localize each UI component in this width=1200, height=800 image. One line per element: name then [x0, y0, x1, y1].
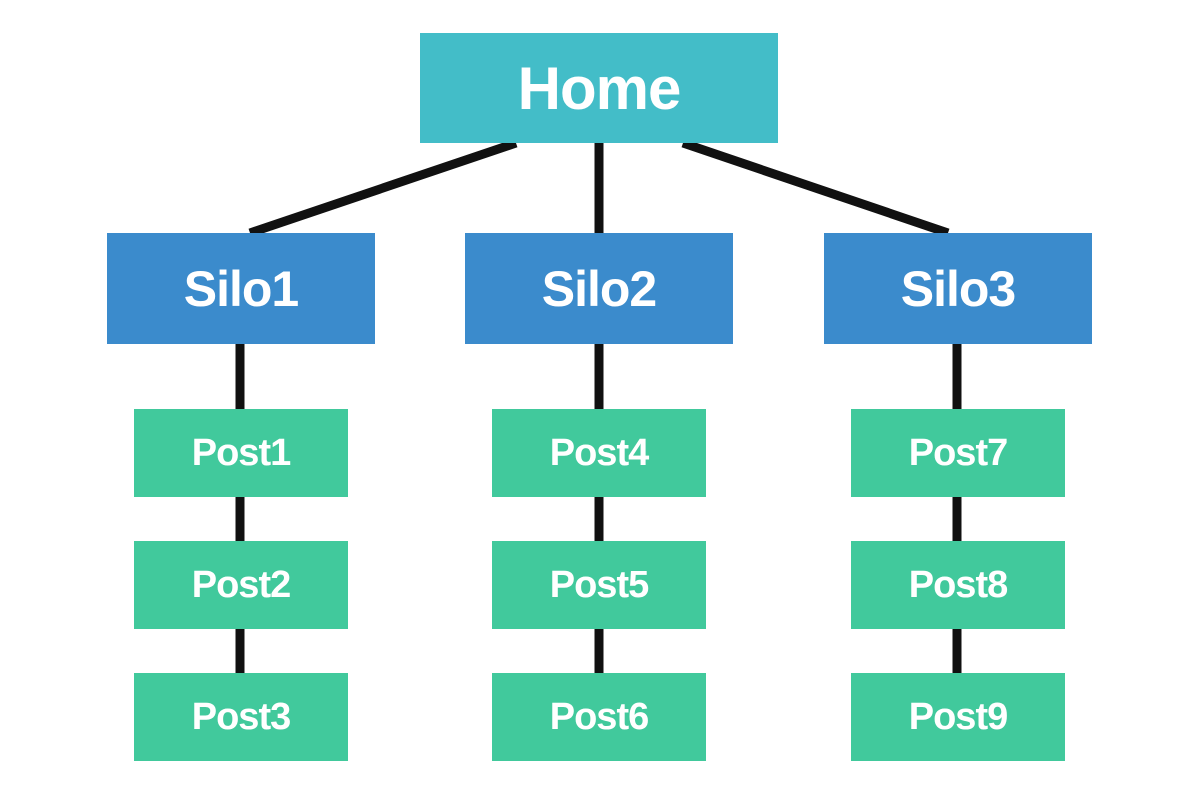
silo-node-label: Silo3 [900, 260, 1016, 317]
home-node: Home [420, 33, 778, 143]
edge-home-silo3 [681, 138, 950, 238]
edge-home-silo1 [248, 138, 518, 238]
post-node-label: Post2 [191, 563, 291, 606]
silo-node-label: Silo1 [183, 260, 299, 317]
post-node-3: Post3 [134, 673, 348, 761]
post-node-label: Post8 [908, 563, 1008, 606]
post-node-label: Post4 [549, 431, 649, 474]
post-node-1: Post1 [134, 409, 348, 497]
post-node-9: Post9 [851, 673, 1065, 761]
post-node-label: Post9 [908, 695, 1008, 738]
silo-node-label: Silo2 [541, 260, 657, 317]
post-node-label: Post6 [549, 695, 649, 738]
post-node-label: Post5 [549, 563, 649, 606]
home-node-label: Home [517, 54, 682, 122]
post-node-label: Post3 [191, 695, 291, 738]
post-node-5: Post5 [492, 541, 706, 629]
silo-node-2: Silo2 [465, 233, 733, 344]
post-node-7: Post7 [851, 409, 1065, 497]
silo-node-1: Silo1 [107, 233, 375, 344]
post-node-8: Post8 [851, 541, 1065, 629]
post-node-4: Post4 [492, 409, 706, 497]
post-node-6: Post6 [492, 673, 706, 761]
post-node-2: Post2 [134, 541, 348, 629]
post-node-label: Post7 [908, 431, 1008, 474]
silo-node-3: Silo3 [824, 233, 1092, 344]
post-node-label: Post1 [191, 431, 291, 474]
